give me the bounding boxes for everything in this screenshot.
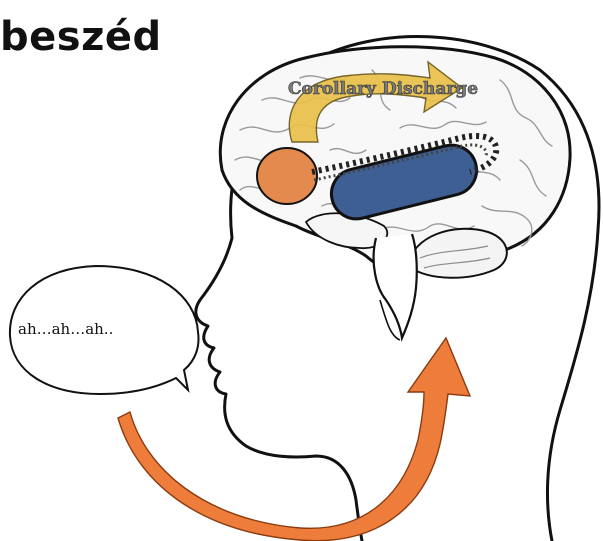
orange-motor-region bbox=[257, 148, 317, 204]
brainstem bbox=[374, 234, 417, 338]
speech-bubble-text: ah…ah…ah.. bbox=[18, 320, 113, 338]
corollary-discharge-label: Corollary Discharge bbox=[288, 79, 478, 99]
